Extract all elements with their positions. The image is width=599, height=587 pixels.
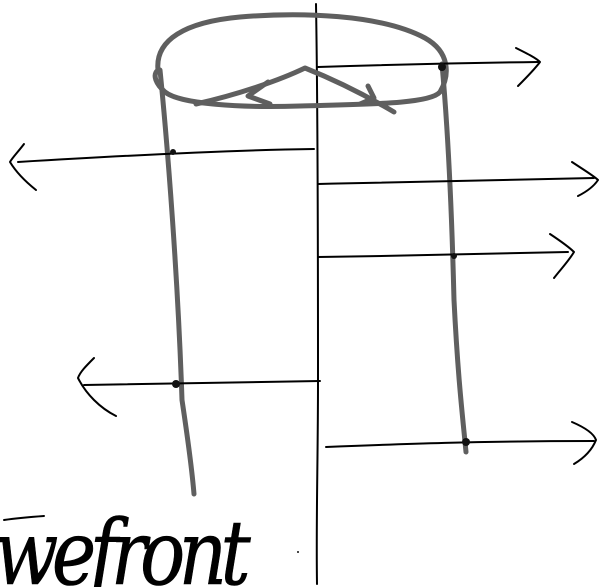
arrow-left-upper-head (9, 143, 37, 191)
cylinder-right-side (439, 61, 469, 455)
contact-point (451, 253, 457, 259)
cylinder-top-ellipse (152, 12, 449, 109)
arrow-left-lower-head (77, 357, 117, 417)
vertical-axis-line (315, 3, 319, 585)
arrow-right-lower-head (571, 421, 597, 465)
arrow-top-right-head (515, 47, 541, 87)
contact-point (172, 380, 180, 388)
cylinder-left-side (157, 67, 197, 497)
contact-point (170, 149, 176, 155)
caption-t-crossbar (3, 515, 45, 521)
caption-text: wefront (0, 501, 251, 587)
rotation-arrow-head-left (245, 79, 273, 107)
arrow-left-upper-shaft (17, 148, 315, 163)
rotation-arrow (193, 65, 397, 115)
arrow-right-upper-head (571, 161, 599, 197)
arrow-right-middle-shaft (317, 251, 569, 258)
arrow-top-right-shaft (317, 61, 539, 68)
contact-point (438, 63, 446, 71)
handwritten-caption: wefront (0, 501, 260, 587)
stray-ink-dot (297, 551, 299, 553)
arrow-right-upper-shaft (317, 177, 595, 185)
rotation-arrow-head-right (357, 83, 377, 107)
arrow-right-lower-shaft (325, 440, 595, 448)
contact-point (462, 438, 470, 446)
arrow-right-middle-head (549, 233, 575, 279)
arrow-left-lower-shaft (83, 380, 321, 386)
